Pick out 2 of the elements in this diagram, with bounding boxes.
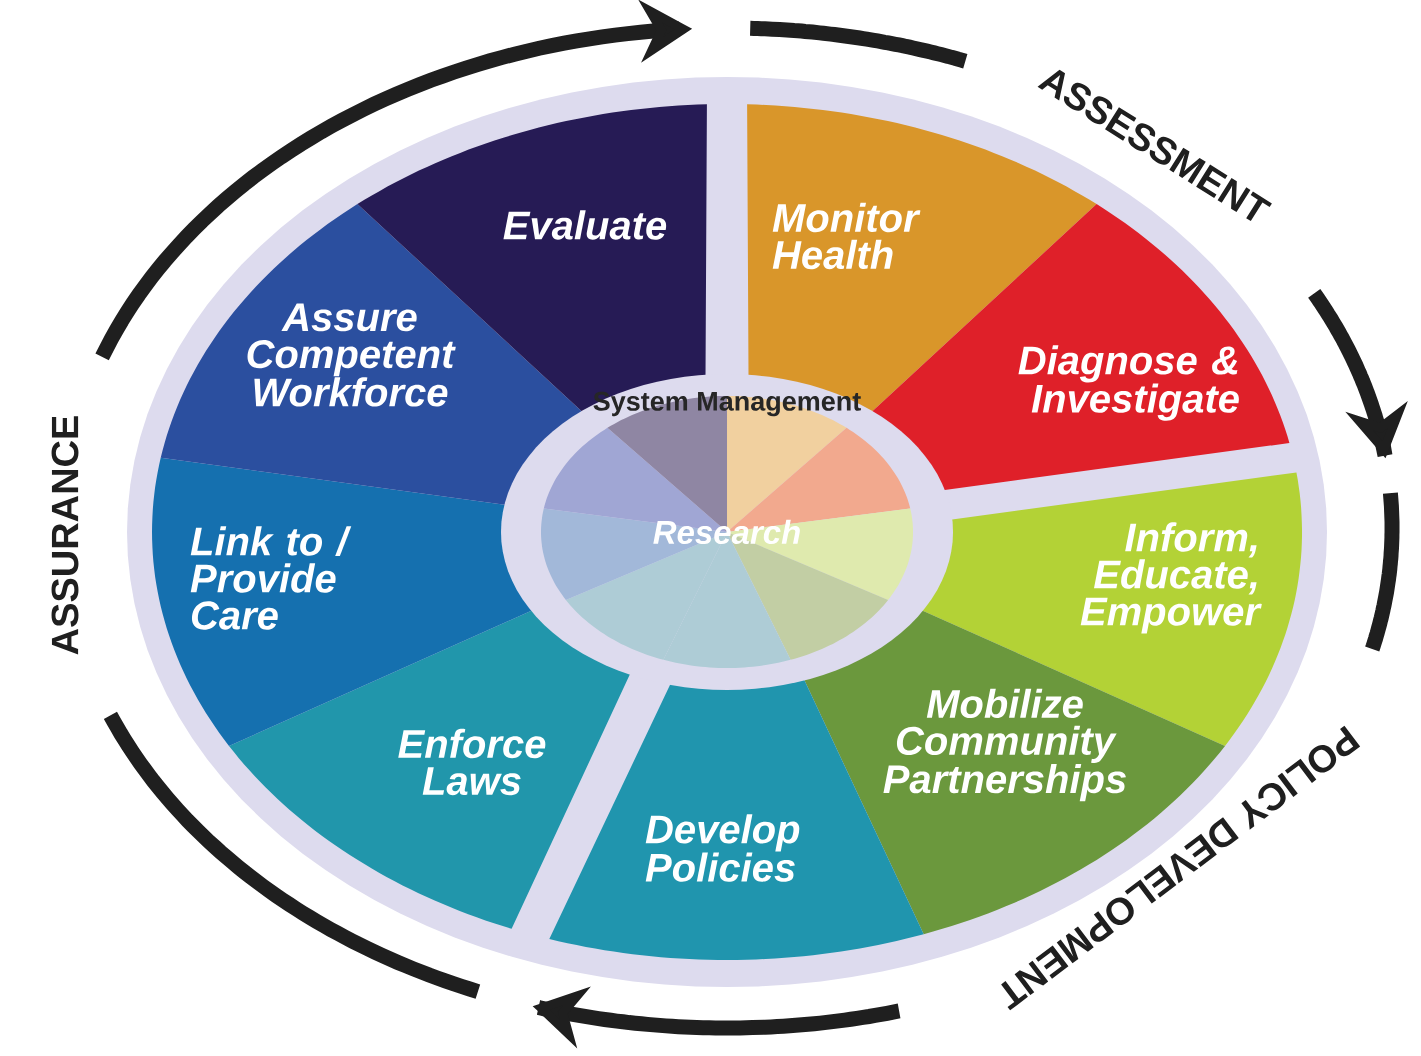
- phase-label: ASSURANCE: [51, 416, 79, 655]
- node-label: Develop Policies: [645, 814, 800, 882]
